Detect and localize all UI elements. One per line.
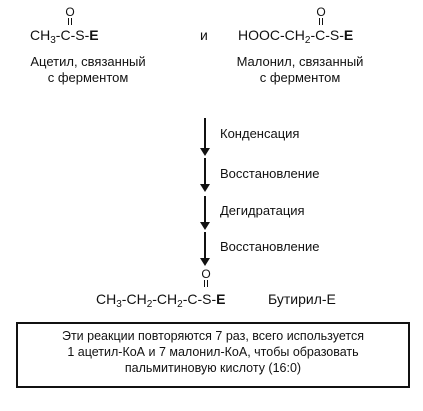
step-label-condensation: Конденсация	[220, 126, 300, 141]
product-formula: CH3-CH2-CH2-C-S-E	[96, 291, 226, 310]
malonyl-carbonyl-oxygen: O	[316, 6, 326, 25]
step-arrow-reduction-1	[200, 158, 210, 192]
step-arrow-reduction-2	[200, 232, 210, 266]
product-carbonyl-oxygen: O	[201, 268, 211, 287]
malonyl-reactant: O HOOC-CH2-C-S-E	[238, 6, 408, 70]
summary-note-line-2: 1 ацетил-КоА и 7 малонил-КоА, чтобы обра…	[67, 345, 359, 359]
and-connector: и	[200, 27, 208, 43]
malonyl-formula: HOOC-CH2-C-S-E	[238, 27, 354, 46]
butyryl-product: O CH3-CH2-CH2-C-S-E	[96, 268, 296, 312]
step-label-reduction-1: Восстановление	[220, 166, 320, 181]
summary-note-line-3: пальмитиновую кислоту (16:0)	[124, 361, 302, 375]
product-name: Бутирил-Е	[268, 291, 336, 307]
step-arrow-condensation	[200, 118, 210, 156]
summary-note-line-1: Эти реакции повторяются 7 раз, всего исп…	[61, 329, 365, 343]
acetyl-caption: Ацетил, связанный с ферментом	[30, 54, 146, 85]
acetyl-carbonyl-oxygen: O	[65, 6, 75, 25]
step-label-dehydration: Дегидратация	[220, 203, 305, 218]
malonyl-caption: Малонил, связанный с ферментом	[236, 54, 364, 85]
acetyl-formula: CH3-C-S-E	[30, 27, 99, 46]
step-label-reduction-2: Восстановление	[220, 239, 320, 254]
acetyl-reactant: O CH3-C-S-E	[30, 6, 180, 70]
summary-note-box: Эти реакции повторяются 7 раз, всего исп…	[16, 322, 410, 388]
step-arrow-dehydration	[200, 196, 210, 230]
